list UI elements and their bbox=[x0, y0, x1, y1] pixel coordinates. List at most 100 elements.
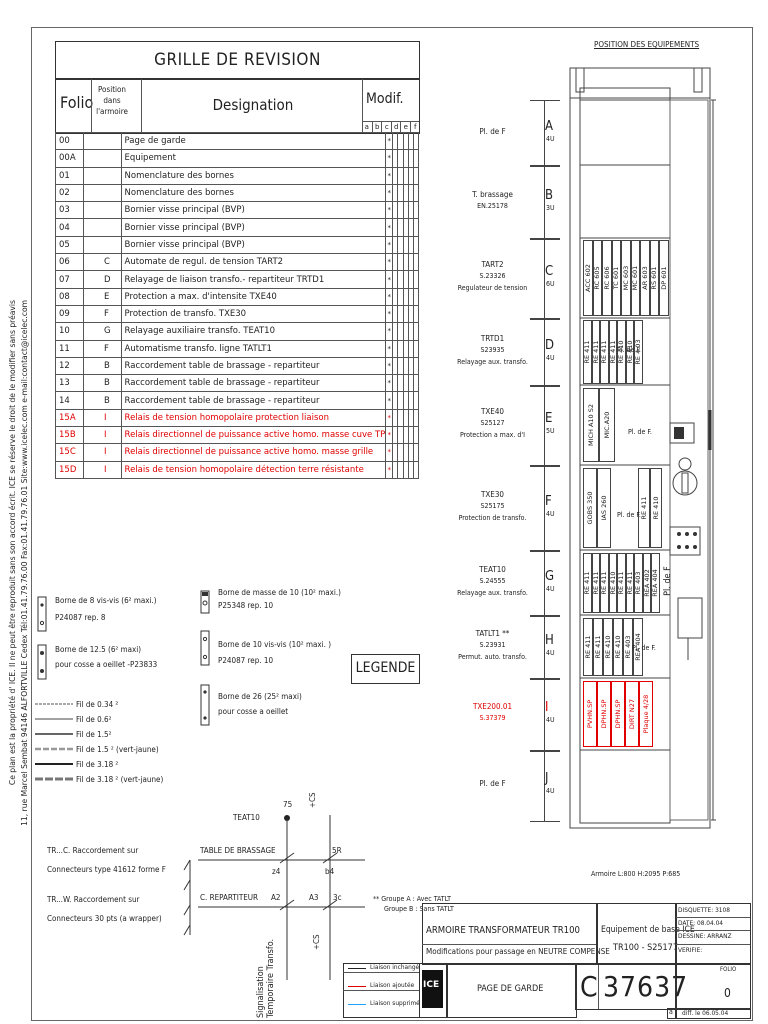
cell-des: Protection a max. d'intensite TXE40 bbox=[120, 287, 387, 306]
module-label: REA 404 bbox=[651, 569, 660, 597]
pl-de-f: Pl. de F. bbox=[617, 511, 641, 519]
module-label: RE 411 bbox=[591, 340, 600, 364]
module-label: PVHN.SP bbox=[586, 699, 594, 729]
pl-de-f: Pl. de F. bbox=[632, 644, 656, 652]
modif-cell bbox=[412, 235, 420, 255]
wire-label: Fil de 3.18 ² bbox=[76, 760, 119, 769]
cell-folio: 10 bbox=[54, 322, 85, 341]
cabinet-drawing bbox=[569, 67, 716, 829]
b2: Borne de masse de 10 (10² maxi.) bbox=[218, 588, 341, 597]
module-g: RE 411 bbox=[625, 553, 634, 613]
terminal-symbols bbox=[37, 596, 47, 680]
leg-inchangee: Liaison inchangée bbox=[370, 963, 423, 971]
cell-pos: I bbox=[83, 460, 122, 479]
module-label: RE 403 bbox=[624, 635, 632, 659]
cell-pos: C bbox=[83, 253, 122, 272]
leg-ajoutee: Liaison ajoutée bbox=[370, 981, 415, 989]
cell-des: Raccordement table de brassage - reparti… bbox=[120, 391, 387, 410]
cell-folio: 15C bbox=[54, 443, 85, 462]
tb-dessine: DESSINE: ARRANZ bbox=[678, 932, 732, 940]
cell-des: Relais directionnel de puissance active … bbox=[120, 443, 387, 462]
signal-diagram bbox=[183, 815, 365, 980]
tr2: TR...W. Raccordement sur bbox=[47, 895, 140, 904]
revision-title-box: GRILLE DE REVISION bbox=[55, 41, 420, 80]
section-label: Relayage aux. transfo. bbox=[457, 588, 528, 597]
module-label: GOBS 350 bbox=[586, 491, 594, 525]
modif-cell: * bbox=[385, 131, 394, 151]
module-label: AR 603 bbox=[640, 266, 649, 290]
modif-cell: * bbox=[385, 253, 394, 272]
cell-folio: 01 bbox=[54, 166, 85, 185]
module-h: RE 410 bbox=[603, 618, 613, 676]
section-units: 6U bbox=[546, 280, 555, 288]
module-f2: RE 410 bbox=[650, 468, 662, 548]
group-a: ** Groupe A : Avec TATLT bbox=[373, 895, 452, 903]
col-position: Position dans l'armoire bbox=[96, 85, 128, 116]
module-label: RE 411 bbox=[640, 496, 648, 520]
module-c: DP 601 bbox=[659, 240, 669, 316]
module-c: AR 603 bbox=[640, 240, 650, 316]
sig-a2: A2 bbox=[271, 893, 281, 902]
module-label: DPHN.SP bbox=[614, 699, 622, 729]
ice-logo: ICE bbox=[419, 963, 448, 1018]
module-label: RE 411 bbox=[608, 340, 617, 364]
b4ref: P24087 rep. 10 bbox=[218, 656, 274, 665]
module-label: MICH A10 S2 bbox=[587, 403, 595, 447]
module-h: RE 410 bbox=[613, 618, 623, 676]
module-label: RE 411 bbox=[600, 571, 609, 595]
section-label: Protection de transfo. bbox=[458, 513, 527, 522]
section-label: Protection a max. d'I bbox=[460, 431, 525, 439]
module-c: TC 601 bbox=[611, 240, 621, 316]
wire-samples bbox=[35, 703, 73, 781]
tb-folio-label: FOLIO bbox=[720, 966, 737, 973]
modif-cell bbox=[412, 166, 420, 185]
tb-armoire: ARMOIRE TRANSFORMATEUR TR100 bbox=[426, 925, 580, 936]
cell-des: Relayage de liaison transfo.- repartiteu… bbox=[120, 270, 387, 289]
modif-cell: * bbox=[385, 183, 394, 203]
cell-folio: 14 bbox=[54, 391, 85, 410]
cell-folio: 15A bbox=[54, 408, 85, 428]
section-units: 5U bbox=[546, 427, 555, 435]
modif-cell bbox=[412, 149, 420, 168]
cell-des: Raccordement table de brassage - reparti… bbox=[120, 374, 387, 393]
tb-equip: Equipement de base ICE bbox=[601, 925, 695, 935]
legend-title: LEGENDE bbox=[355, 660, 416, 676]
tr1: TR...C. Raccordement sur bbox=[47, 846, 139, 855]
module-d: RE 411 bbox=[600, 320, 609, 384]
module-label: REA 402 bbox=[642, 569, 651, 597]
sig-table: TABLE DE BRASSAGE bbox=[200, 846, 276, 855]
modif-cell: * bbox=[385, 356, 394, 376]
module-f2: RE 411 bbox=[638, 468, 650, 548]
modif-cell: * bbox=[385, 270, 394, 289]
modif-cell bbox=[412, 322, 420, 341]
module-label: RE 410 bbox=[604, 635, 612, 659]
section-letter: I bbox=[545, 700, 549, 715]
section-letter: H bbox=[545, 632, 554, 648]
cell-pos: F bbox=[83, 339, 122, 358]
module-label: RE 403 bbox=[634, 571, 643, 595]
section-units: 4U bbox=[546, 134, 555, 143]
cell-pos: B bbox=[83, 374, 122, 393]
tb-verifie: VERIFIE: bbox=[678, 946, 703, 954]
cell-pos bbox=[83, 149, 122, 168]
section-bracket bbox=[530, 678, 560, 752]
module-label: RE 410 bbox=[614, 635, 622, 659]
modif-cell: * bbox=[385, 460, 394, 479]
modif-cell: * bbox=[385, 374, 394, 393]
modif-cell: * bbox=[385, 408, 394, 428]
tr1b: Connecteurs type 41612 forme F bbox=[47, 865, 166, 874]
modif-letter: b bbox=[371, 121, 383, 133]
modif-cell: * bbox=[385, 426, 394, 445]
cell-folio: 07 bbox=[54, 270, 85, 289]
module-label: RE 411 bbox=[594, 635, 602, 659]
cell-des: Nomenclature des bornes bbox=[120, 183, 387, 203]
margin-line-1: Ce plan est la propriété d' ICE. Il ne p… bbox=[8, 300, 17, 786]
b2ref: P25348 rep. 10 bbox=[218, 601, 274, 610]
module-label: TC 601 bbox=[612, 266, 621, 290]
modif-cell bbox=[412, 287, 420, 306]
modif-cell bbox=[412, 426, 420, 445]
